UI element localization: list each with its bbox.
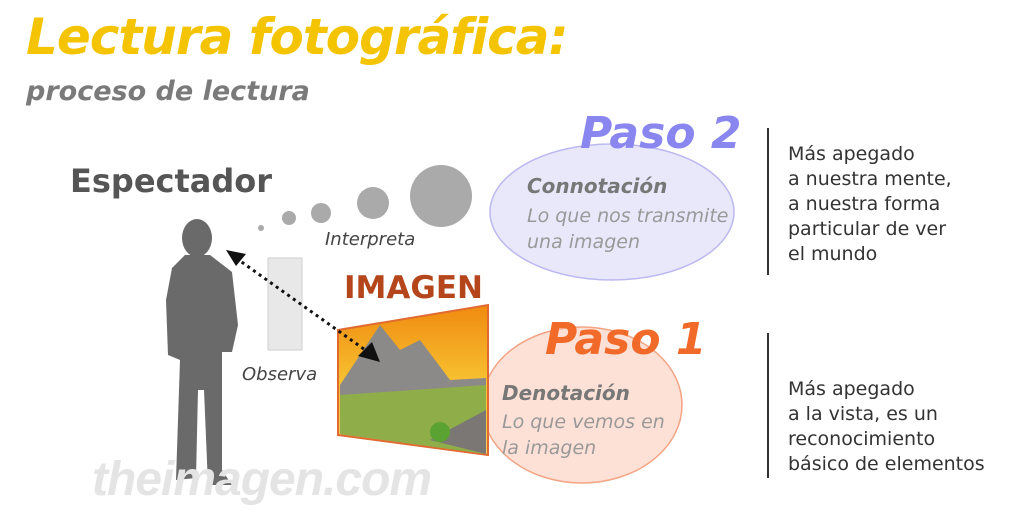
screen-panel <box>267 257 303 351</box>
text-line: a la vista, es un <box>788 403 938 425</box>
connotation-body: Lo que nos transmite una imagen <box>527 205 729 253</box>
thought-bubbles <box>258 165 472 231</box>
spectator-label: Espectador <box>70 162 273 200</box>
watermark: theimagen.com <box>92 453 432 506</box>
observe-label: Observa <box>242 364 318 385</box>
denotation-heading: Denotación <box>502 381 630 405</box>
photo-image <box>337 303 489 457</box>
observe-arrow <box>226 250 380 362</box>
interpret-label: Interpreta <box>325 229 416 250</box>
page-title: Lectura fotográfica: <box>26 8 569 66</box>
step2-description: Más apegado a nuestra mente, a nuestra f… <box>788 142 952 267</box>
text-line: reconocimiento <box>788 428 936 450</box>
text-line: Más apegado <box>788 143 915 165</box>
text-line: Más apegado <box>788 378 915 400</box>
text-line: particular de ver <box>788 218 947 240</box>
image-label: IMAGEN <box>344 270 483 306</box>
connotation-heading: Connotación <box>527 174 668 198</box>
text-line: el mundo <box>788 243 878 265</box>
text-line: básico de elementos <box>788 453 985 475</box>
page-subtitle: proceso de lectura <box>26 76 310 107</box>
connotation-bubble <box>489 143 735 281</box>
step1-label: Paso 1 <box>545 314 707 365</box>
text-line: a nuestra mente, <box>788 168 952 190</box>
text-line: a nuestra forma <box>788 193 941 215</box>
person-silhouette <box>166 219 238 485</box>
step1-description: Más apegado a la vista, es un reconocimi… <box>788 377 985 477</box>
step2-label: Paso 2 <box>580 108 742 159</box>
denotation-body: Lo que vemos en la imagen <box>502 411 665 459</box>
